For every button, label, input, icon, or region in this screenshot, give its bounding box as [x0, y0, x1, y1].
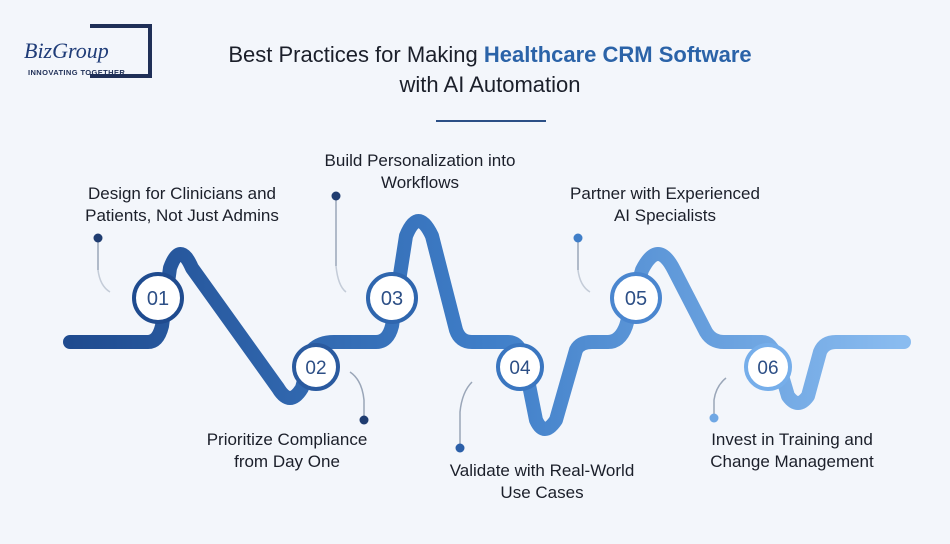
- connector-02: [349, 371, 369, 425]
- step-label-01-line1: Design for Clinicians and: [87, 184, 277, 203]
- step-label-04: Validate with Real-World Use Cases: [422, 460, 662, 504]
- page-title: Best Practices for Making Healthcare CRM…: [170, 40, 810, 100]
- step-label-06-line2: Change Management: [710, 452, 874, 471]
- step-marker-04: 04: [496, 343, 544, 391]
- connector-05: [573, 233, 591, 293]
- title-highlight: Healthcare CRM Software: [483, 42, 752, 67]
- step-label-04-line2: Use Cases: [500, 483, 584, 502]
- logo-tagline: INNOVATING TOGETHER: [28, 68, 126, 77]
- step-label-02-line1: Prioritize Compliance: [206, 430, 368, 449]
- step-label-06-line1: Invest in Training and: [711, 430, 873, 449]
- step-label-05-line2: AI Specialists: [613, 206, 717, 225]
- step-marker-03: 03: [366, 272, 418, 324]
- step-marker-06: 06: [744, 343, 792, 391]
- step-label-03: Build Personalization into Workflows: [300, 150, 540, 194]
- step-label-02-line2: from Day One: [234, 452, 340, 471]
- step-label-04-line1: Validate with Real-World: [449, 461, 635, 480]
- connector-03: [331, 191, 347, 293]
- step-marker-01: 01: [132, 272, 184, 324]
- step-label-03-line2: Workflows: [380, 173, 460, 192]
- step-marker-02: 02: [292, 343, 340, 391]
- step-label-01: Design for Clinicians and Patients, Not …: [62, 183, 302, 227]
- step-marker-05: 05: [610, 272, 662, 324]
- step-number-04: 04: [509, 358, 531, 379]
- step-label-02: Prioritize Compliance from Day One: [167, 429, 407, 473]
- logo-frame: [90, 24, 152, 78]
- step-label-05-line1: Partner with Experienced: [570, 184, 760, 203]
- connector-06: [709, 377, 727, 423]
- step-label-06: Invest in Training and Change Management: [672, 429, 912, 473]
- logo: BizGroup INNOVATING TOGETHER: [22, 24, 157, 82]
- connector-01: [93, 233, 111, 293]
- step-number-01: 01: [147, 288, 169, 310]
- title-suffix: with AI Automation: [399, 72, 581, 97]
- step-number-06: 06: [757, 358, 778, 379]
- step-number-03: 03: [381, 288, 403, 310]
- title-underline: [436, 120, 546, 122]
- step-number-05: 05: [625, 288, 647, 310]
- logo-wordmark: BizGroup: [24, 38, 111, 64]
- step-number-02: 02: [305, 358, 326, 379]
- step-label-01-line2: Patients, Not Just Admins: [85, 206, 279, 225]
- connector-04: [455, 381, 473, 453]
- step-label-03-line1: Build Personalization into: [324, 151, 516, 170]
- heartbeat-line: [63, 214, 911, 436]
- title-prefix: Best Practices for Making: [228, 42, 484, 67]
- step-label-05: Partner with Experienced AI Specialists: [545, 183, 785, 227]
